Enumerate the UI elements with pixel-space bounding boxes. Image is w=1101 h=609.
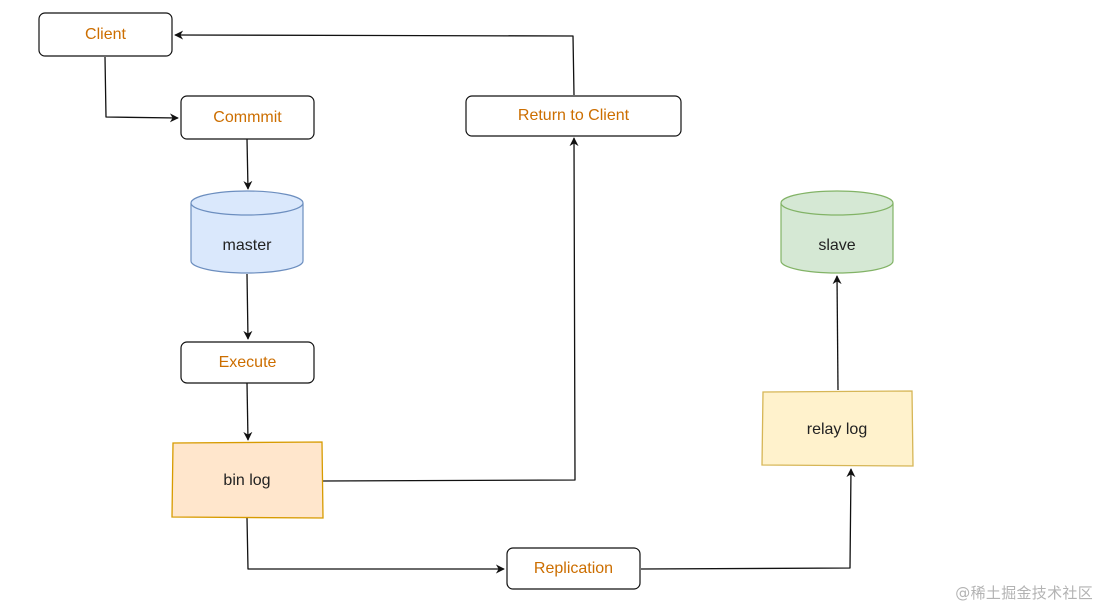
edge-client-to-commit	[104, 56, 179, 123]
edge-master-to-execute	[243, 273, 253, 340]
node-slave-label: slave	[818, 237, 855, 254]
edge-return-to-client	[174, 30, 575, 96]
node-bin-log-label: bin log	[223, 472, 270, 489]
node-client[interactable]: Client	[38, 12, 173, 57]
watermark: @稀土掘金技术社区	[955, 584, 1093, 602]
node-relay-log-label: relay log	[807, 421, 867, 438]
node-return-to-client-label: Return to Client	[518, 107, 630, 124]
node-execute-label: Execute	[219, 354, 277, 371]
node-replication-label: Replication	[534, 560, 613, 577]
edge-relaylog-to-slave	[832, 275, 842, 391]
edge-commit-to-master	[243, 138, 253, 190]
node-bin-log[interactable]: bin log	[171, 441, 324, 519]
node-slave[interactable]: slave	[780, 190, 894, 274]
edge-binlog-to-return	[322, 137, 579, 482]
edge-binlog-to-replication	[246, 517, 505, 574]
edge-execute-to-binlog	[243, 382, 253, 441]
node-client-label: Client	[85, 26, 126, 43]
node-return-to-client[interactable]: Return to Client	[465, 95, 682, 137]
node-replication[interactable]: Replication	[506, 547, 641, 590]
node-execute[interactable]: Execute	[180, 341, 315, 384]
node-relay-log[interactable]: relay log	[761, 390, 914, 467]
edges	[104, 30, 856, 574]
node-commit[interactable]: Commmit	[180, 95, 315, 140]
node-master[interactable]: master	[190, 190, 304, 274]
node-master-label: master	[223, 237, 273, 254]
node-commit-label: Commmit	[213, 109, 282, 126]
edge-replication-to-relaylog	[640, 468, 856, 570]
